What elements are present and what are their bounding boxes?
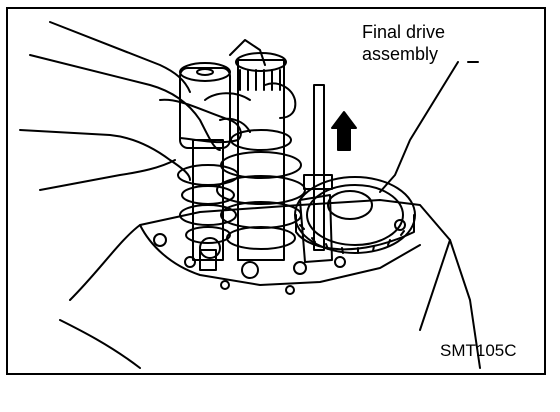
up-arrow-icon	[331, 111, 357, 151]
callout-label-line1: Final drive	[362, 22, 446, 42]
hands	[19, 21, 297, 191]
lift-tool	[299, 84, 333, 263]
transmission-case	[59, 199, 481, 369]
callout-leader-line	[379, 61, 479, 193]
figure-id: SMT105C	[440, 341, 517, 360]
callout-label-line2: assembly	[362, 44, 439, 64]
gear-shafts	[177, 52, 306, 271]
